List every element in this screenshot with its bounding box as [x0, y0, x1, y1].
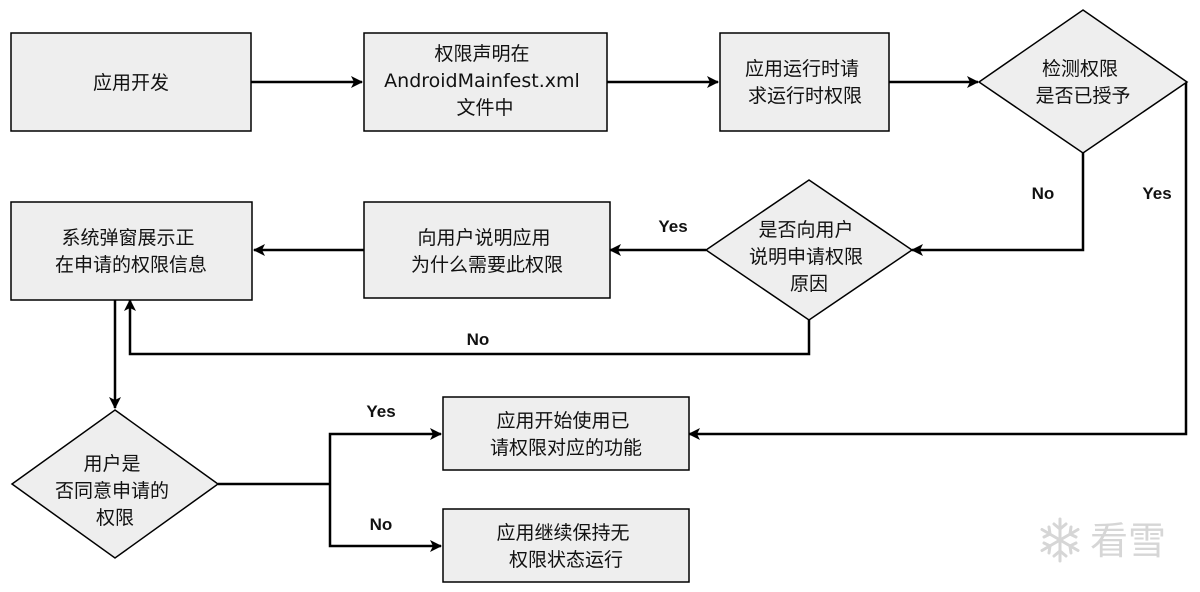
node-declare-label: 权限声明在 AndroidMainfest.xml 文件中 [384, 43, 586, 119]
edge-label-user-yes: Yes [366, 402, 395, 421]
node-app-dev-label: 应用开发 [93, 72, 169, 94]
node-request-line-2: 求运行时权限 [748, 85, 862, 107]
node-keep-label: 应用继续保持无 权限状态运行 [496, 522, 635, 571]
snowflake-icon [1040, 517, 1080, 563]
node-user-q-label: 用户是 否同意申请的 权限 [55, 453, 175, 529]
edge-label-user-no: No [370, 515, 393, 534]
node-dialog [10, 201, 253, 301]
watermark: 看雪 [1040, 517, 1166, 563]
node-app-dev [10, 32, 252, 132]
edge-label-check-yes: Yes [1142, 184, 1171, 203]
node-explain-q [704, 179, 914, 321]
node-dialog-line-2: 在申请的权限信息 [55, 254, 207, 276]
node-check [977, 9, 1189, 154]
node-keep-line-1: 应用继续保持无 [496, 522, 629, 544]
node-use-label: 应用开始使用已 请权限对应的功能 [490, 410, 642, 459]
node-user-q-line-1: 用户是 [83, 453, 140, 475]
node-keep [442, 508, 690, 583]
node-use-line-1: 应用开始使用已 [496, 410, 629, 432]
node-check-line-1: 检测权限 [1042, 58, 1118, 80]
node-user-q [10, 409, 220, 559]
node-check-line-2: 是否已授予 [1035, 85, 1130, 107]
node-explain-line-2: 为什么需要此权限 [411, 254, 563, 276]
node-dialog-line-1: 系统弹窗展示正 [61, 227, 194, 249]
node-request-line-1: 应用运行时请 [745, 58, 859, 80]
node-user-q-line-2: 否同意申请的 [55, 480, 169, 502]
node-dialog-label: 系统弹窗展示正 在申请的权限信息 [55, 227, 207, 276]
node-explain-line-1: 向用户说明应用 [417, 227, 550, 249]
watermark-text: 看雪 [1090, 519, 1166, 563]
node-app-dev-line-1: 应用开发 [93, 72, 169, 94]
edge-check-yes-to-use [688, 82, 1188, 440]
node-explain-q-line-2: 说明申请权限 [749, 246, 863, 268]
node-explain-label: 向用户说明应用 为什么需要此权限 [411, 227, 563, 276]
node-declare-line-2: AndroidMainfest.xml [384, 70, 580, 92]
edge-userq-no-to-keep [328, 484, 442, 552]
node-user-q-line-3: 权限 [96, 507, 134, 529]
node-explain [363, 201, 611, 299]
node-use-line-2: 请权限对应的功能 [490, 437, 642, 459]
node-request [719, 32, 890, 132]
node-explain-q-line-1: 是否向用户 [758, 219, 853, 241]
node-keep-line-2: 权限状态运行 [509, 549, 623, 571]
node-declare-line-1: 权限声明在 [434, 43, 529, 65]
edge-explainq-no-to-dialog [124, 299, 811, 356]
edge-label-check-no: No [1032, 184, 1055, 203]
node-declare [363, 32, 608, 132]
node-request-label: 应用运行时请 求运行时权限 [745, 58, 865, 107]
edge-check-no-to-explainq [911, 152, 1085, 256]
node-explain-q-label: 是否向用户 说明申请权限 原因 [749, 219, 869, 295]
edge-label-explain-no: No [467, 330, 490, 349]
node-use [442, 396, 690, 471]
node-explain-q-line-3: 原因 [790, 273, 828, 295]
edge-label-explain-yes: Yes [658, 217, 687, 236]
edge-userq-yes-to-use [328, 428, 442, 484]
node-declare-line-3: 文件中 [456, 97, 513, 119]
node-check-label: 检测权限 是否已授予 [1035, 58, 1130, 107]
